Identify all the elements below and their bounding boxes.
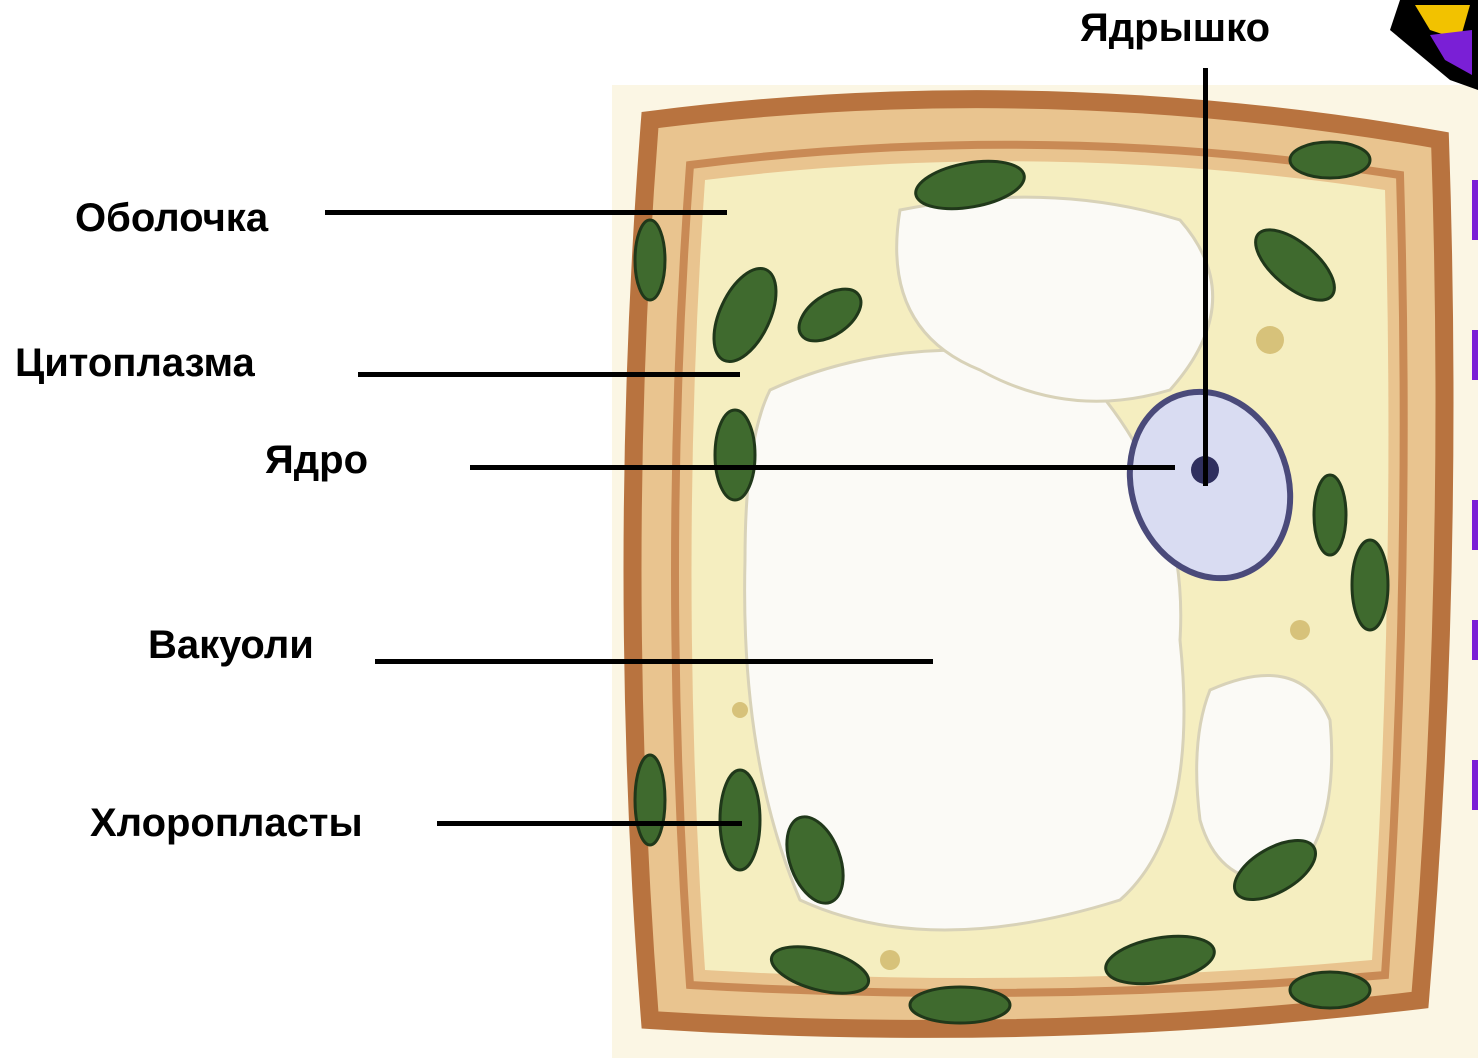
edge-mark — [1472, 620, 1478, 660]
leader-line-vacuoles — [375, 659, 933, 664]
corner-decoration — [1360, 0, 1478, 1058]
label-nucleolus: Ядрышко — [1080, 8, 1270, 48]
label-cytoplasm: Цитоплазма — [15, 343, 255, 383]
edge-mark — [1472, 180, 1478, 240]
label-cell-wall: Оболочка — [75, 198, 268, 238]
leader-line-chloroplasts — [437, 821, 742, 826]
leader-line-nucleolus — [1203, 68, 1208, 486]
leader-line-cell-wall — [325, 210, 727, 215]
leader-line-nucleus — [470, 465, 1175, 470]
label-chloroplasts: Хлоропласты — [90, 803, 363, 843]
label-nucleus: Ядро — [265, 440, 368, 480]
leader-line-cytoplasm — [358, 372, 740, 377]
edge-mark — [1472, 760, 1478, 810]
edge-mark — [1472, 330, 1478, 380]
edge-mark — [1472, 500, 1478, 550]
label-vacuoles: Вакуоли — [148, 625, 314, 665]
